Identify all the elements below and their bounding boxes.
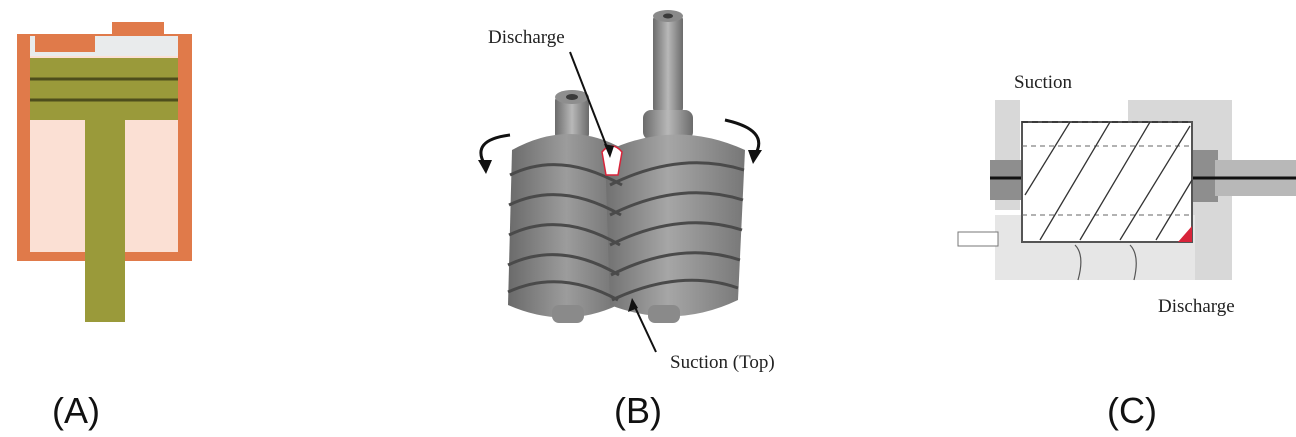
panel-c-suction-label: Suction [1014, 72, 1072, 94]
bottom-stub-left [552, 305, 584, 323]
rotation-arrow-left-head [478, 160, 492, 174]
panel-b-discharge-label: Discharge [488, 27, 565, 49]
idler-shaft-bore [566, 94, 578, 100]
rotor-chamber [1022, 122, 1192, 242]
caption-a: (A) [52, 390, 100, 432]
bottom-pipe [958, 232, 998, 246]
left-shaft-block [990, 160, 1022, 200]
panel-c-discharge-label: Discharge [1158, 296, 1235, 318]
panel-b-suction-label: Suction (Top) [670, 352, 775, 374]
panel-a [0, 0, 220, 340]
bottom-stub-right [648, 305, 680, 323]
drive-shaft-bore [663, 14, 673, 19]
caption-b: (B) [614, 390, 662, 432]
right-shaft-block [1192, 150, 1218, 202]
valve-right [112, 22, 164, 36]
piston-rod [85, 120, 125, 322]
screw-cross-section-diagram [950, 0, 1296, 330]
rotation-arrow-right-head [748, 150, 762, 164]
caption-c: (C) [1107, 390, 1157, 432]
screw-rotors-diagram [440, 0, 860, 385]
drive-shaft [653, 14, 683, 114]
valve-left [35, 36, 95, 52]
piston-crown [30, 58, 178, 120]
panel-b: Discharge Suction (Top) [440, 0, 860, 385]
piston-compressor-diagram [0, 0, 220, 340]
housing-right-top [1128, 100, 1198, 122]
panel-c: Suction Discharge [950, 0, 1296, 330]
